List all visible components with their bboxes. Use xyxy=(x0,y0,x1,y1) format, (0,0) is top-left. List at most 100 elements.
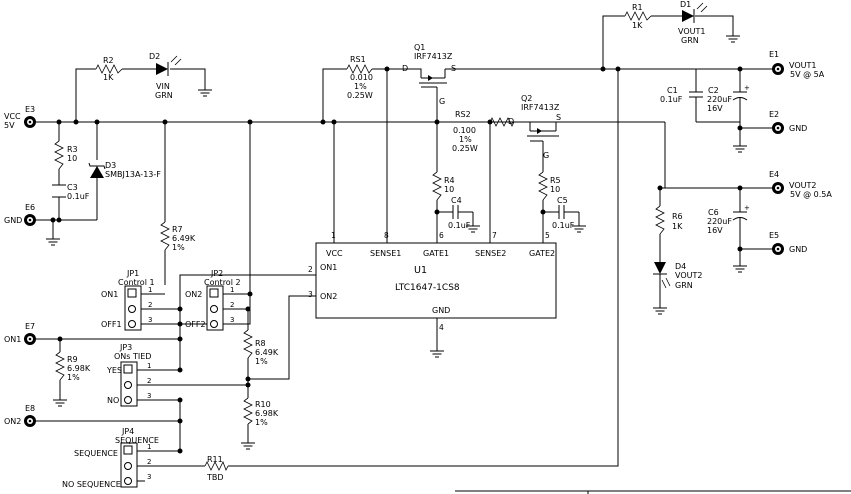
r8-ref: R8 xyxy=(255,339,266,348)
r8-value: 6.49K xyxy=(255,348,279,357)
r11-ref: R11 xyxy=(207,455,223,464)
c5-value: 0.1uF xyxy=(552,221,575,230)
e3-label: VCC xyxy=(4,112,21,121)
pin-num-sense1: 8 xyxy=(384,231,389,240)
r7-tol: 1% xyxy=(172,243,185,252)
d3-ref: D3 xyxy=(105,161,116,170)
c2-voltage: 16V xyxy=(707,104,723,113)
e4-ref: E4 xyxy=(769,170,779,179)
jp1-title: Control 1 xyxy=(118,278,155,287)
pin-num-gate2: 5 xyxy=(545,231,550,240)
q1-part: IRF7413Z xyxy=(414,52,453,61)
e3-ref: E3 xyxy=(25,105,35,114)
d2-color: GRN xyxy=(155,91,173,100)
pin-on2: ON2 xyxy=(320,292,337,301)
rs2-tol: 1% xyxy=(459,135,472,144)
d2-ref: D2 xyxy=(149,52,160,61)
jp4-pos1: SEQUENCE xyxy=(74,449,118,458)
r7-ref: R7 xyxy=(172,225,183,234)
c2-value: 220uF xyxy=(707,95,732,104)
jp4-title: SEQUENCE xyxy=(115,436,159,445)
terminal-e1[interactable]: E1 VOUT1 5V @ 5A xyxy=(769,50,825,79)
e5-ref: E5 xyxy=(769,231,779,240)
c6-voltage: 16V xyxy=(707,226,723,235)
pin-gate1: GATE1 xyxy=(423,249,449,258)
c1-value: 0.1uF xyxy=(660,95,683,104)
terminal-e3[interactable]: E3 VCC 5V xyxy=(4,105,36,130)
q2-ref: Q2 xyxy=(521,94,532,103)
pin-sense2: SENSE2 xyxy=(475,249,506,258)
c4-value: 0.1uF xyxy=(448,221,471,230)
c2-ref: C2 xyxy=(708,86,719,95)
terminal-e5[interactable]: E5 GND xyxy=(769,231,807,255)
d2-label: VIN xyxy=(156,82,170,91)
e5-label: GND xyxy=(789,245,807,254)
r11-value: TBD xyxy=(206,473,224,482)
r10-ref: R10 xyxy=(255,400,271,409)
terminal-e2[interactable]: E2 GND xyxy=(769,110,807,134)
jp4-pin1: 1 xyxy=(147,443,151,451)
r1-value: 1K xyxy=(632,21,643,30)
rs2-value: 0.100 xyxy=(453,126,476,135)
jp3-pin3: 3 xyxy=(147,392,151,400)
r4-value: 10 xyxy=(444,185,454,194)
r2-ref: R2 xyxy=(103,56,114,65)
r4-ref: R4 xyxy=(444,176,455,185)
c4-ref: C4 xyxy=(451,196,462,205)
rs2-power: 0.25W xyxy=(452,144,478,153)
terminal-e6[interactable]: E6 GND xyxy=(4,203,36,226)
pin-num-vcc: 1 xyxy=(331,231,336,240)
jp1-pin3: 3 xyxy=(148,316,152,324)
r3-value: 10 xyxy=(67,154,77,163)
rs1-tol: 1% xyxy=(354,82,367,91)
c6-value: 220uF xyxy=(707,217,732,226)
pin-on1: ON1 xyxy=(320,263,337,272)
d4-ref: D4 xyxy=(675,262,686,271)
r9-tol: 1% xyxy=(67,373,80,382)
e7-ref: E7 xyxy=(25,322,35,331)
mosfet-q1: Q1 IRF7413Z D S G xyxy=(402,43,456,106)
c1-ref: C1 xyxy=(667,86,678,95)
r7-value: 6.49K xyxy=(172,234,196,243)
svg-text:+: + xyxy=(744,84,750,92)
e4-label: VOUT2 xyxy=(789,181,816,190)
e6-label: GND xyxy=(4,216,22,225)
jp3-title: ONs TIED xyxy=(114,352,151,361)
e3-value: 5V xyxy=(4,121,15,130)
e7-label: ON1 xyxy=(4,335,21,344)
r9-ref: R9 xyxy=(67,355,78,364)
svg-text:+: + xyxy=(744,204,750,212)
c3-ref: C3 xyxy=(67,183,78,192)
jp2-pos3: OFF2 xyxy=(185,320,206,329)
r3-ref: R3 xyxy=(67,145,78,154)
e6-ref: E6 xyxy=(25,203,35,212)
q2-g: G xyxy=(543,151,549,160)
jp2-pin3: 3 xyxy=(230,316,234,324)
jp3-ref: JP3 xyxy=(119,343,132,352)
jumper-jp4[interactable]: JP4 SEQUENCE SEQUENCE NO SEQUENCE 1 2 3 xyxy=(62,427,159,489)
jumper-jp3[interactable]: JP3 ONs TIED YES NO 1 2 3 xyxy=(106,343,151,407)
rs1-value: 0.010 xyxy=(350,73,373,82)
r6-ref: R6 xyxy=(672,212,683,221)
d1-color: GRN xyxy=(681,36,699,45)
jp4-pin2: 2 xyxy=(147,458,151,466)
c5-ref: C5 xyxy=(557,196,568,205)
terminal-e8[interactable]: E8 ON2 xyxy=(4,404,36,427)
e1-ref: E1 xyxy=(769,50,779,59)
e8-ref: E8 xyxy=(25,404,35,413)
pin-gate2: GATE2 xyxy=(529,249,555,258)
r5-ref: R5 xyxy=(550,176,561,185)
jumper-jp1[interactable]: JP1 Control 1 ON1 OFF1 1 2 3 xyxy=(101,269,155,331)
jp3-pin2: 2 xyxy=(147,377,151,385)
terminal-e4[interactable]: E4 VOUT2 5V @ 0.5A xyxy=(769,170,832,199)
q1-s: S xyxy=(451,64,456,73)
r10-tol: 1% xyxy=(255,418,268,427)
resistors: R2 1K R1 1K RS1 0.010 1% 0.25W RS2 0.100… xyxy=(54,3,683,482)
jp4-pin3: 3 xyxy=(147,473,151,481)
r9-value: 6.98K xyxy=(67,364,91,373)
r6-value: 1K xyxy=(672,222,683,231)
jp1-pin1: 1 xyxy=(148,286,152,294)
jumper-jp2[interactable]: JP2 Control 2 ON2 OFF2 1 2 3 xyxy=(185,269,241,331)
terminal-e7[interactable]: E7 ON1 xyxy=(4,322,36,345)
